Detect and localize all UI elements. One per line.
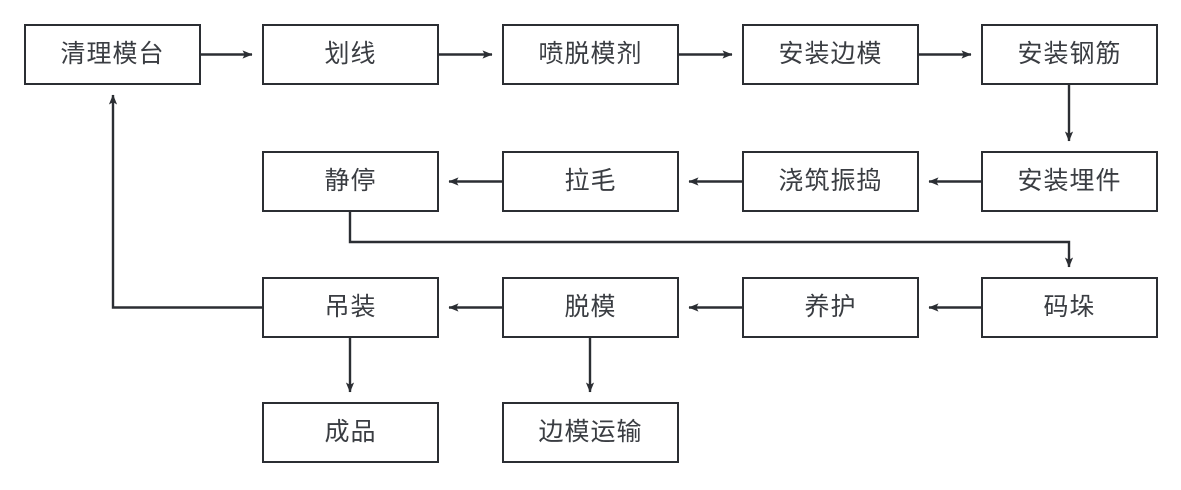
node-label: 成品 (324, 418, 377, 446)
node-chengpin[interactable]: 成品 (262, 402, 439, 463)
node-huaxian[interactable]: 划线 (262, 24, 439, 85)
node-qinglimotai[interactable]: 清理模台 (24, 24, 201, 85)
node-lamao[interactable]: 拉毛 (502, 151, 679, 212)
node-label: 养护 (804, 293, 857, 321)
node-anzhuangbianmo[interactable]: 安装边模 (742, 24, 919, 85)
node-label: 安装埋件 (1017, 167, 1122, 195)
node-anzhuanggangjin[interactable]: 安装钢筋 (981, 24, 1158, 85)
node-jiaozhuzhendao[interactable]: 浇筑振捣 (742, 151, 919, 212)
node-label: 脱模 (564, 293, 617, 321)
node-label: 安装钢筋 (1017, 40, 1122, 68)
edge-n9-n10 (348, 212, 1074, 268)
node-maduo[interactable]: 码垛 (981, 277, 1158, 338)
node-label: 喷脱模剂 (538, 40, 643, 68)
node-jingting[interactable]: 静停 (262, 151, 439, 212)
node-label: 浇筑振捣 (778, 167, 883, 195)
edge-n13-n1 (108, 94, 262, 309)
node-pentuomoji[interactable]: 喷脱模剂 (502, 24, 679, 85)
node-label: 码垛 (1043, 293, 1096, 321)
node-diaozhuang[interactable]: 吊装 (262, 277, 439, 338)
node-bianmoyunshu[interactable]: 边模运输 (502, 402, 679, 463)
node-yanghu[interactable]: 养护 (742, 277, 919, 338)
node-label: 静停 (324, 167, 377, 195)
node-label: 划线 (324, 40, 377, 68)
node-label: 边模运输 (538, 418, 643, 446)
node-label: 吊装 (324, 293, 377, 321)
node-label: 安装边模 (778, 40, 883, 68)
node-tuomo[interactable]: 脱模 (502, 277, 679, 338)
node-label: 清理模台 (60, 40, 165, 68)
node-label: 拉毛 (564, 167, 617, 195)
node-anzhuangmaijian[interactable]: 安装埋件 (981, 151, 1158, 212)
